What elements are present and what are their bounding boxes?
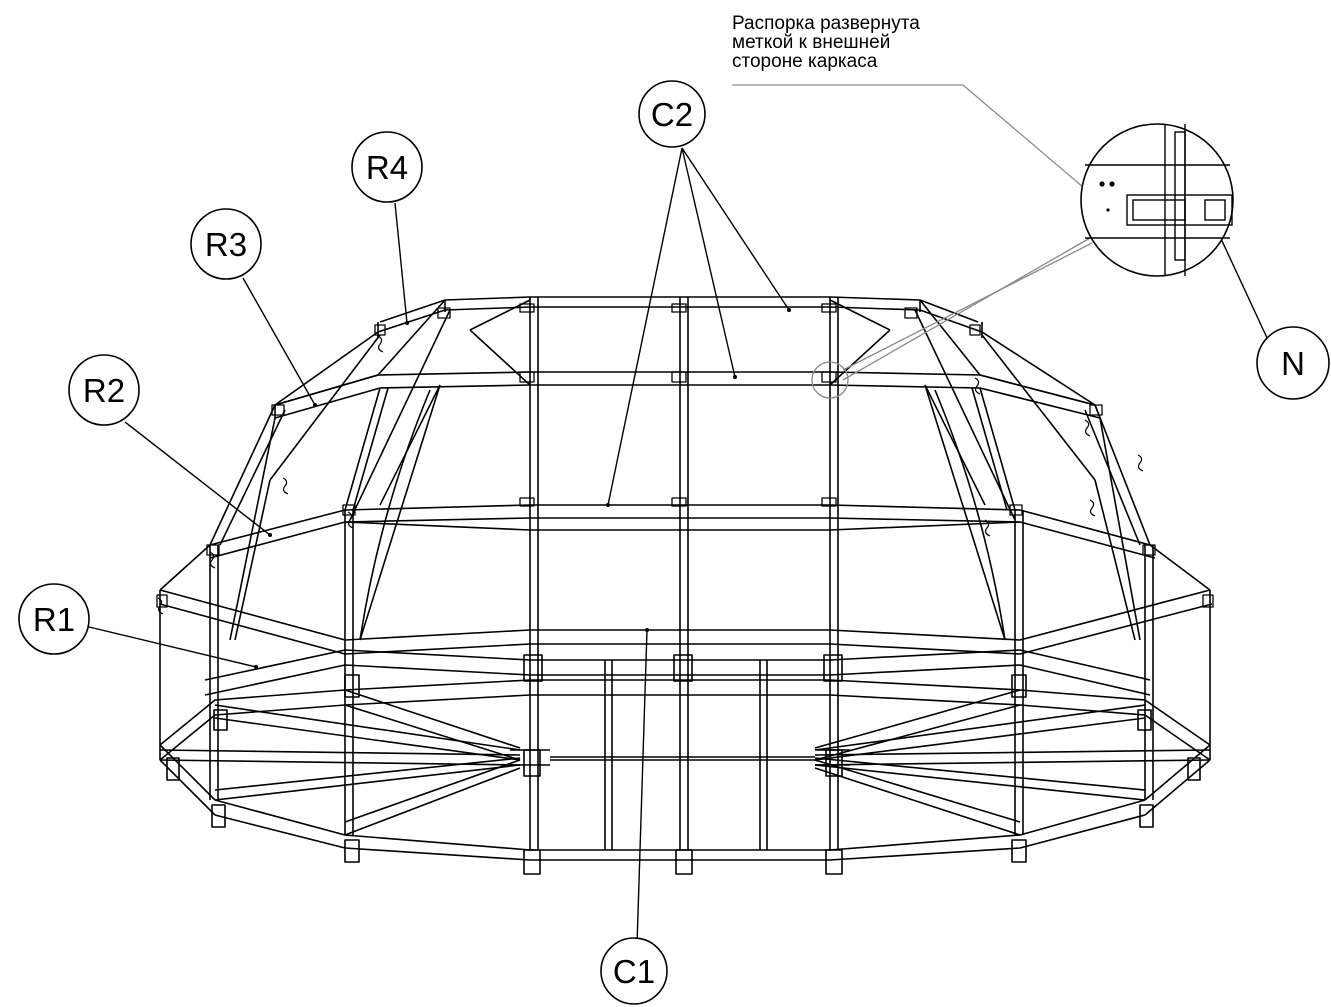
callout-r4: R4	[351, 131, 423, 203]
ribs-right	[914, 299, 1211, 641]
callout-n-label: N	[1281, 345, 1305, 382]
callout-r4-label: R4	[366, 149, 408, 186]
assembly-note: Распорка развернута меткой к внешней сто…	[732, 14, 920, 71]
vertical-posts	[159, 297, 1211, 850]
ring-base	[159, 679, 1211, 861]
callout-r2: R2	[68, 354, 140, 426]
inner-curves	[359, 299, 1006, 641]
base-spokes-left	[159, 689, 550, 836]
ribs-left	[159, 299, 451, 641]
callout-r1: R1	[18, 583, 90, 655]
note-line-3: стороне каркаса	[732, 51, 878, 72]
callout-c2-label: C2	[651, 96, 693, 133]
callout-r3-label: R3	[205, 226, 247, 263]
base-spokes-right	[550, 689, 1211, 836]
dome-frame	[156, 296, 1214, 875]
callout-r3: R3	[190, 208, 262, 280]
callout-c1: C1	[600, 937, 668, 1005]
callout-r1-label: R1	[33, 601, 75, 638]
callout-c2: C2	[638, 80, 706, 148]
detail-view-n	[1080, 123, 1234, 277]
joint-brackets	[156, 303, 1214, 608]
callout-r2-label: R2	[83, 372, 125, 409]
note-line-1: Распорка развернута	[732, 13, 920, 34]
frame-feet	[166, 654, 1201, 875]
callout-n: N	[1256, 326, 1330, 400]
leader-lines	[84, 147, 1269, 946]
ring-r2	[209, 504, 1156, 559]
note-leader	[732, 84, 1111, 399]
callout-c1-label: C1	[613, 953, 655, 990]
break-marks	[157, 335, 1144, 615]
note-line-2: меткой к внешней	[732, 32, 891, 53]
